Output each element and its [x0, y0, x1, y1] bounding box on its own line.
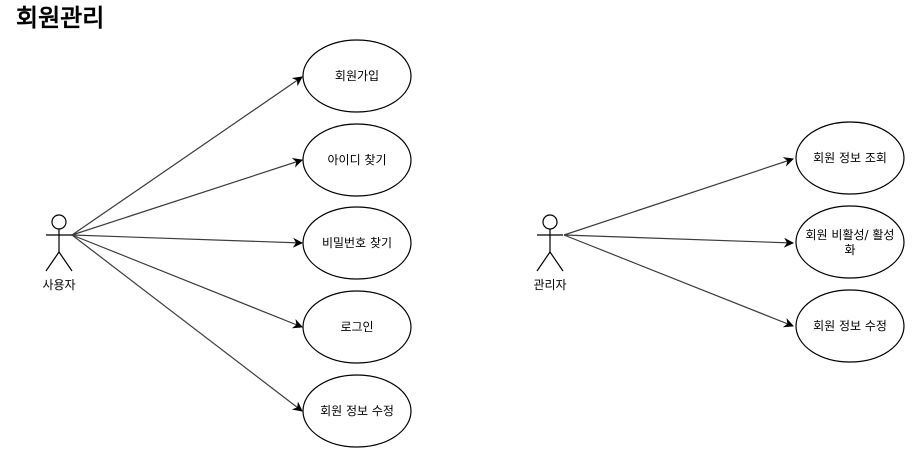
use-case-find-id-label: 아이디 찾기 [327, 153, 386, 167]
user-actor-head [51, 214, 67, 230]
use-case-user-edit-info-label: 회원 정보 수정 [320, 404, 394, 418]
connector-admin-toggle-active [563, 234, 794, 248]
connector-user-find-password [71, 234, 303, 248]
admin-connectors [563, 157, 794, 328]
connector-user-find-id [71, 158, 303, 236]
use-case-view-info[interactable]: 회원 정보 조회 [795, 121, 905, 195]
connector-user-login [71, 234, 303, 329]
page-title: 회원관리 [16, 4, 105, 32]
admin-actor-label: 관리자 [533, 278, 566, 292]
use-case-admin-edit-info[interactable]: 회원 정보 수정 [795, 289, 905, 363]
use-case-login-label: 로그인 [340, 320, 373, 334]
use-case-login[interactable]: 로그인 [302, 290, 412, 364]
use-case-signup[interactable]: 회원가입 [302, 39, 412, 113]
connector-admin-view-info [563, 157, 794, 236]
use-case-user-edit-info[interactable]: 회원 정보 수정 [302, 374, 412, 448]
connector-admin-edit-info [563, 234, 794, 328]
use-case-toggle-active-label-line1: 회원 비활성/ 활성 [806, 228, 895, 242]
use-case-toggle-active[interactable]: 회원 비활성/ 활성 화 [795, 205, 905, 279]
use-case-toggle-active-label-line2: 화 [844, 243, 855, 257]
connector-user-edit-info [71, 234, 303, 412]
use-case-find-id[interactable]: 아이디 찾기 [302, 123, 412, 197]
admin-actor-head [542, 214, 558, 230]
use-case-signup-label: 회원가입 [335, 69, 379, 83]
use-case-find-password[interactable]: 비밀번호 찾기 [302, 206, 412, 280]
use-case-view-info-label: 회원 정보 조회 [813, 151, 887, 165]
admin-actor-figure [536, 214, 564, 272]
use-case-admin-edit-info-label: 회원 정보 수정 [813, 319, 887, 333]
user-connectors [71, 76, 303, 412]
user-actor-figure [45, 214, 73, 272]
user-actor-label: 사용자 [42, 278, 75, 292]
connector-user-signup [71, 76, 303, 236]
use-case-find-password-label: 비밀번호 찾기 [322, 236, 392, 250]
